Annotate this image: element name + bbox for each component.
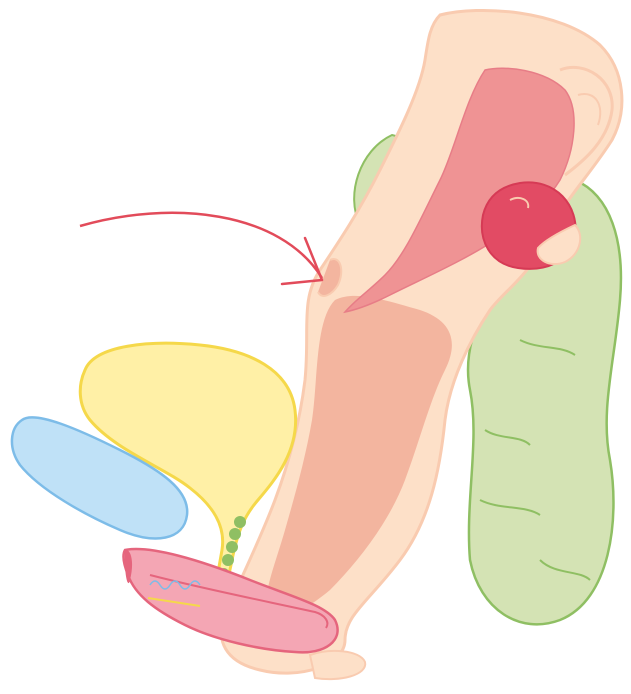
nodule (234, 516, 246, 528)
nodule (226, 541, 238, 553)
nodule (222, 554, 234, 566)
nodule (229, 528, 241, 540)
